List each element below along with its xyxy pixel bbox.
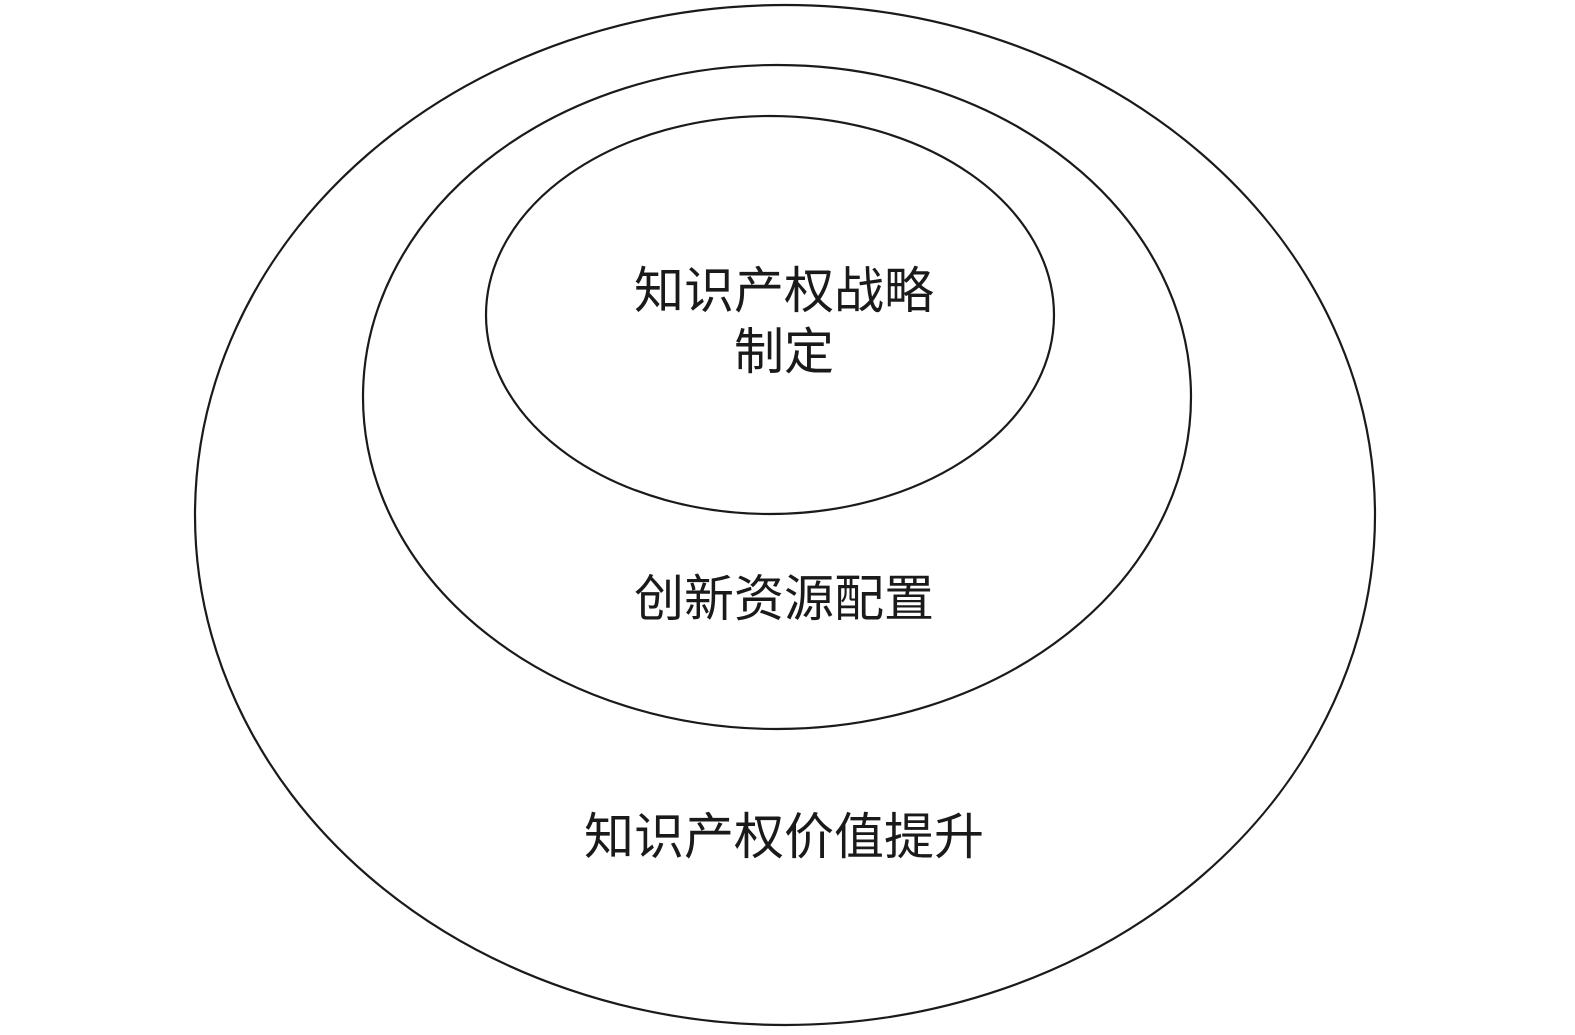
inner-label-line1: 知识产权战略 <box>634 262 934 320</box>
inner-label-line2: 制定 <box>734 323 834 381</box>
inner-ellipse <box>484 114 1056 516</box>
middle-label: 创新资源配置 <box>634 570 934 628</box>
outer-label: 知识产权价值提升 <box>584 808 984 866</box>
outer-ellipse <box>193 3 1377 1027</box>
middle-ellipse <box>361 63 1193 731</box>
